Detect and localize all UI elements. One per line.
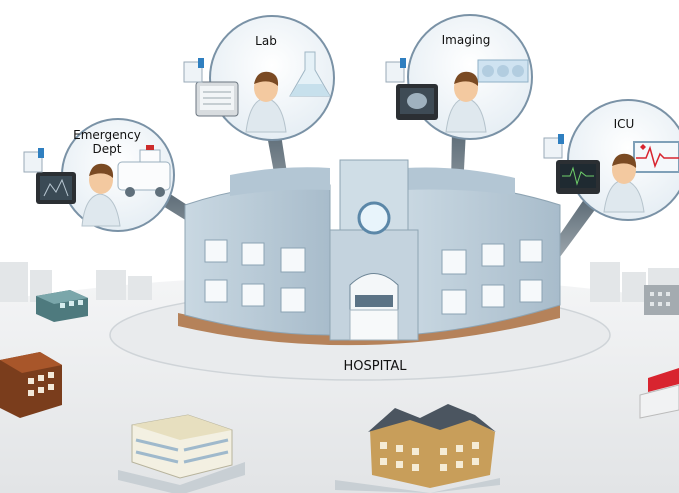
info-card-icon — [543, 134, 564, 159]
bubble-imaging — [385, 14, 533, 140]
scan-images-icon — [477, 59, 529, 83]
flask-icon — [289, 51, 331, 97]
brown-office-building-icon — [0, 352, 62, 418]
patient-avatar — [245, 71, 287, 133]
ambulance-icon — [117, 145, 171, 197]
imaging-label: Imaging — [441, 33, 491, 47]
bubble-icu — [543, 99, 679, 221]
patient-monitor-icon — [195, 81, 239, 117]
bubble-lab — [183, 15, 335, 141]
info-card-icon — [183, 58, 204, 83]
hospital-building — [178, 159, 561, 346]
small-teal-building-icon — [36, 290, 88, 322]
icu-label: ICU — [613, 117, 635, 131]
patient-avatar — [603, 153, 645, 213]
emergency-dept-label: Emergency Dept — [68, 128, 146, 156]
white-office-building-icon — [118, 414, 245, 493]
info-card-icon — [23, 148, 44, 173]
hospital-label: HOSPITAL — [343, 359, 407, 374]
lab-label: Lab — [255, 34, 277, 48]
ecg-screen-icon — [633, 141, 679, 173]
bubble-emergency — [23, 118, 175, 232]
tan-apartment-building-icon — [335, 404, 500, 493]
grey-tower-icon — [644, 285, 679, 315]
ultrasound-monitor-icon — [36, 172, 76, 204]
red-roof-building-icon — [639, 368, 679, 419]
emergency-label-line2: Dept — [92, 142, 122, 156]
info-card-icon — [385, 58, 406, 83]
patient-avatar — [445, 71, 487, 133]
vital-signs-monitor-icon — [556, 160, 600, 194]
emergency-label-line1: Emergency — [73, 128, 141, 142]
xray-monitor-icon — [396, 84, 438, 120]
patient-avatar — [81, 163, 121, 227]
